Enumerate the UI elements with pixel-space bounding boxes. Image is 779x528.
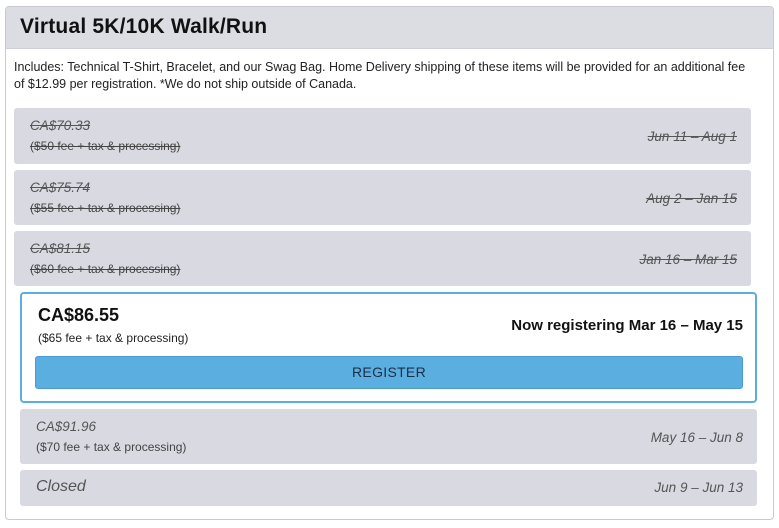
tier-dates: Jan 16 – Mar 15 [639,252,737,267]
tier-price: CA$70.33 [30,118,91,133]
tier-price: CA$91.96 [36,419,97,434]
pricing-tier: CA$81.15 ($60 fee + tax & processing) Ja… [14,231,751,286]
tier-fee: ($70 fee + tax & processing) [36,440,187,454]
register-button[interactable]: REGISTER [35,356,743,389]
tier-dates: May 16 – Jun 8 [650,430,743,445]
tier-dates: Jun 11 – Aug 1 [647,129,737,144]
event-title: Virtual 5K/10K Walk/Run [20,15,268,38]
tier-price: CA$75.74 [30,180,91,195]
tier-fee: ($50 fee + tax & processing) [30,139,181,153]
tier-dates: Now registering Mar 16 – May 15 [511,317,743,334]
tier-fee: ($65 fee + tax & processing) [38,331,189,345]
panel-header: Virtual 5K/10K Walk/Run [6,7,773,49]
pricing-tier: CA$91.96 ($70 fee + tax & processing) Ma… [20,409,757,464]
tier-price: CA$81.15 [30,241,91,256]
tier-dates: Aug 2 – Jan 15 [646,191,737,206]
tier-dates: Jun 9 – Jun 13 [654,480,743,495]
pricing-tier-active: CA$86.55 ($65 fee + tax & processing) No… [20,292,757,403]
pricing-tier-closed: Closed Jun 9 – Jun 13 [20,470,757,506]
pricing-tier: CA$70.33 ($50 fee + tax & processing) Ju… [14,108,751,164]
tier-fee: ($55 fee + tax & processing) [30,201,181,215]
pricing-tier: CA$75.74 ($55 fee + tax & processing) Au… [14,170,751,225]
includes-description: Includes: Technical T-Shirt, Bracelet, a… [14,60,746,91]
tier-status: Closed [36,478,86,495]
tier-fee: ($60 fee + tax & processing) [30,262,181,276]
tier-price: CA$86.55 [38,305,120,325]
